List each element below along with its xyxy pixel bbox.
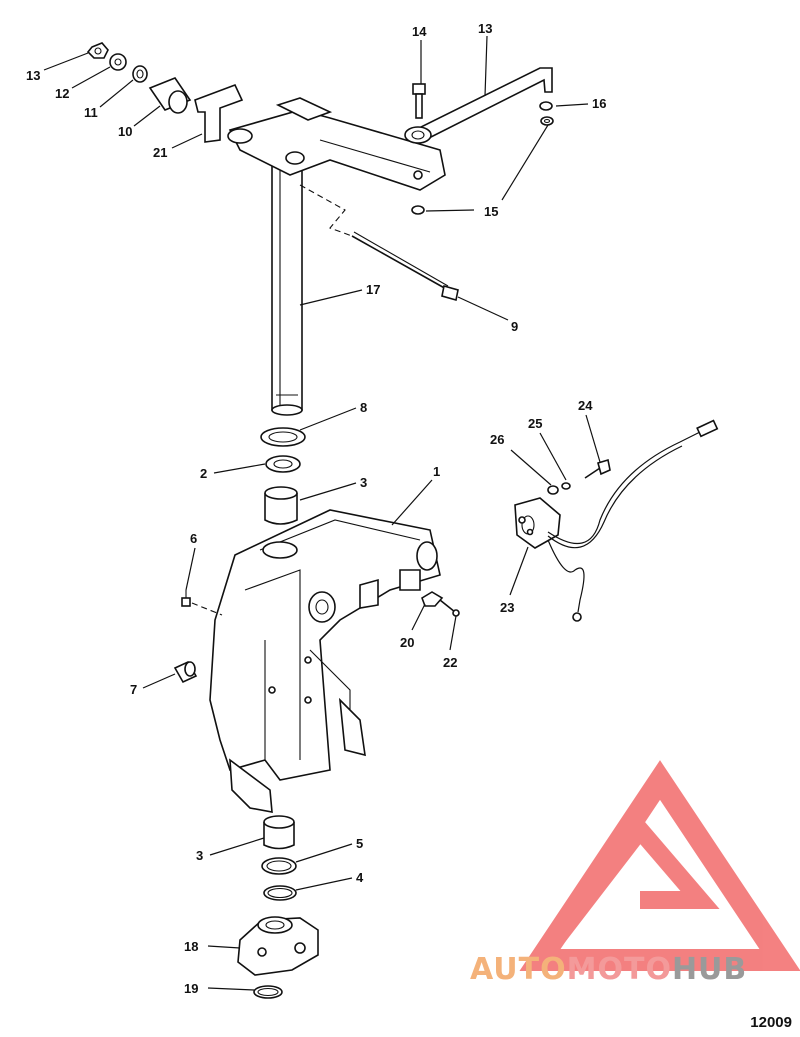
callout-3-lower: 3	[196, 848, 203, 863]
bushing-3-upper	[264, 486, 298, 525]
callout-7: 7	[130, 682, 137, 697]
washer-12	[109, 53, 127, 71]
trim-sender-24	[514, 497, 561, 549]
screw-25	[584, 458, 611, 479]
figure-number: 12009	[750, 1014, 792, 1031]
callout-22: 21	[153, 145, 167, 160]
watermark-auto: AUTO	[470, 952, 567, 987]
callout-25: 24	[578, 398, 593, 413]
callout-23: 22	[443, 655, 457, 670]
callout-3-upper: 3	[360, 475, 367, 490]
callout-19: 18	[184, 939, 198, 954]
assembly-line-9	[299, 184, 353, 237]
callout-4: 4	[356, 870, 364, 885]
screw-23	[439, 599, 460, 617]
leader-lines	[43, 35, 601, 991]
callout-2: 2	[200, 466, 207, 481]
nut-16-right	[540, 116, 554, 126]
bushing-3-lower	[263, 815, 295, 850]
callout-20: 19	[184, 981, 198, 996]
washer-27	[547, 485, 559, 495]
washer-5	[261, 857, 297, 875]
watermark-wordmark: AUTOMOTOHUB	[470, 952, 747, 987]
nut-13	[86, 42, 109, 59]
callout-21: 20	[400, 635, 414, 650]
link-rod-14	[404, 67, 553, 144]
callout-9: 9	[511, 319, 518, 334]
lower-yoke-19	[237, 916, 319, 976]
callout-24: 23	[500, 600, 514, 615]
callout-13: 13	[26, 68, 40, 83]
callout-15: 14	[412, 24, 427, 39]
callout-5: 5	[356, 836, 363, 851]
callout-10: 10	[118, 124, 132, 139]
callout-17: 16	[592, 96, 606, 111]
watermark-hub: HUB	[671, 952, 748, 987]
callout-14: 13	[478, 21, 492, 36]
grease-fitting-6	[181, 590, 223, 616]
callout-1: 1	[433, 464, 440, 479]
swivel-bracket-1	[209, 509, 441, 813]
wire-harness	[547, 419, 719, 622]
callout-11: 11	[84, 105, 98, 120]
washer-8	[260, 427, 306, 447]
callout-8: 8	[360, 400, 367, 415]
callout-labels: 13 12 11 10 21 14 13 16 15 17 9 8 2 3 1 …	[26, 21, 606, 996]
snap-ring-20	[253, 985, 283, 999]
lockwasher-26	[561, 482, 571, 490]
watermark-moto: MOTO	[566, 952, 672, 987]
washer-11	[132, 65, 148, 83]
nut-16-left	[411, 205, 425, 215]
seal-2	[265, 455, 301, 473]
callout-6: 6	[190, 531, 197, 546]
bracket-22	[194, 83, 244, 143]
steering-tube-18	[271, 159, 303, 416]
bolt-15	[412, 83, 426, 119]
clip-21	[421, 591, 444, 607]
long-bolt-9	[351, 231, 459, 302]
callout-16: 15	[484, 204, 498, 219]
steering-yoke	[227, 97, 446, 191]
callout-12: 12	[55, 86, 69, 101]
watermark-logo	[519, 760, 800, 971]
ring-4	[263, 885, 297, 901]
washer-17	[539, 101, 553, 111]
callout-27: 26	[490, 432, 504, 447]
callout-26: 25	[528, 416, 542, 431]
bushing-7	[173, 660, 198, 684]
callout-18: 17	[366, 282, 380, 297]
spacer-10	[148, 77, 192, 114]
